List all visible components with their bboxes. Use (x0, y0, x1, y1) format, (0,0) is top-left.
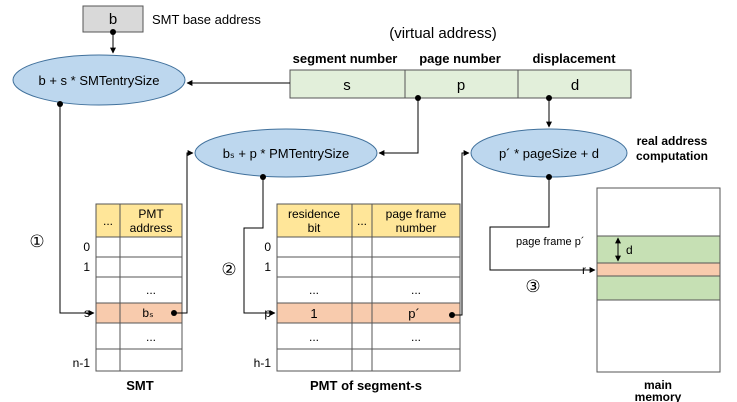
pmt-col3-header-line2: number (396, 221, 437, 235)
pmt-p-bit: 1 (310, 306, 317, 321)
step-1-marker: ① (29, 232, 44, 251)
pmt-address-ellipse (194, 128, 378, 178)
va-field-segment (289, 69, 406, 99)
pmt-dots-bit-2: ... (309, 330, 319, 344)
va-field-displacement (517, 69, 632, 99)
connectors (59, 32, 596, 316)
connector-dots (57, 29, 552, 318)
smt-row-label-n1: n-1 (73, 356, 91, 370)
smt-col2-header-line2: address (130, 221, 173, 235)
va-value-p: p (457, 77, 465, 94)
smt-col2-header-line1: PMT (138, 207, 164, 221)
step-2-marker: ② (221, 260, 236, 279)
smt-dots-2: ... (146, 330, 156, 344)
real-address-caption-line1: real address (637, 134, 708, 148)
smt-address-formula: b + s * SMTentrySize (38, 73, 159, 88)
smt-dots-1: ... (146, 283, 156, 297)
base-address-label: b (109, 11, 117, 28)
pmt-dots-bit-1: ... (309, 283, 319, 297)
pmt-row-label-0: 0 (264, 240, 271, 254)
displacement-d-label: d (626, 243, 633, 257)
memory-title-line1: main (644, 378, 672, 392)
pmt-dots-frame-2: ... (411, 330, 421, 344)
pmt-col2-header: ... (357, 214, 367, 228)
smt-address-ellipse (12, 54, 186, 106)
base-address-box (82, 5, 144, 33)
pmt-title: PMT of segment-s (310, 378, 422, 393)
main-memory (596, 187, 721, 373)
smt-row-label-0: 0 (83, 240, 90, 254)
real-address-formula: p´ * pageSize + d (499, 146, 599, 161)
pmt-col1-header-line1: residence (288, 207, 340, 221)
va-header-page: page number (419, 51, 501, 66)
memory-title-line2: memory (635, 390, 682, 402)
pmt-dots-frame-1: ... (411, 283, 421, 297)
smt-table (95, 203, 183, 372)
smt-title: SMT (126, 378, 154, 393)
smt-s-value: bₛ (142, 306, 153, 320)
pmt-address-formula: bₛ + p * PMTentrySize (223, 146, 350, 161)
base-address-caption: SMT base address (152, 12, 261, 27)
real-address-caption-line2: computation (636, 149, 708, 163)
pmt-col3-header-line1: page frame (386, 207, 447, 221)
va-field-page (404, 69, 519, 99)
pmt-table (276, 203, 461, 372)
va-header-segment: segment number (293, 51, 398, 66)
page-frame-label: page frame p´ (516, 236, 584, 248)
step-3-marker: ③ (525, 277, 540, 296)
virtual-address-caption: (virtual address) (389, 25, 497, 42)
pmt-row-label-h1: h-1 (254, 356, 272, 370)
va-value-d: d (571, 77, 579, 94)
va-header-displacement: displacement (532, 51, 616, 66)
pmt-col1-header-line2: bit (308, 221, 321, 235)
pmt-p-frame: p´ (408, 306, 420, 321)
smt-col1-header: ... (103, 214, 113, 228)
smt-row-label-1: 1 (83, 260, 90, 274)
va-value-s: s (343, 77, 351, 94)
pmt-row-label-1: 1 (264, 260, 271, 274)
